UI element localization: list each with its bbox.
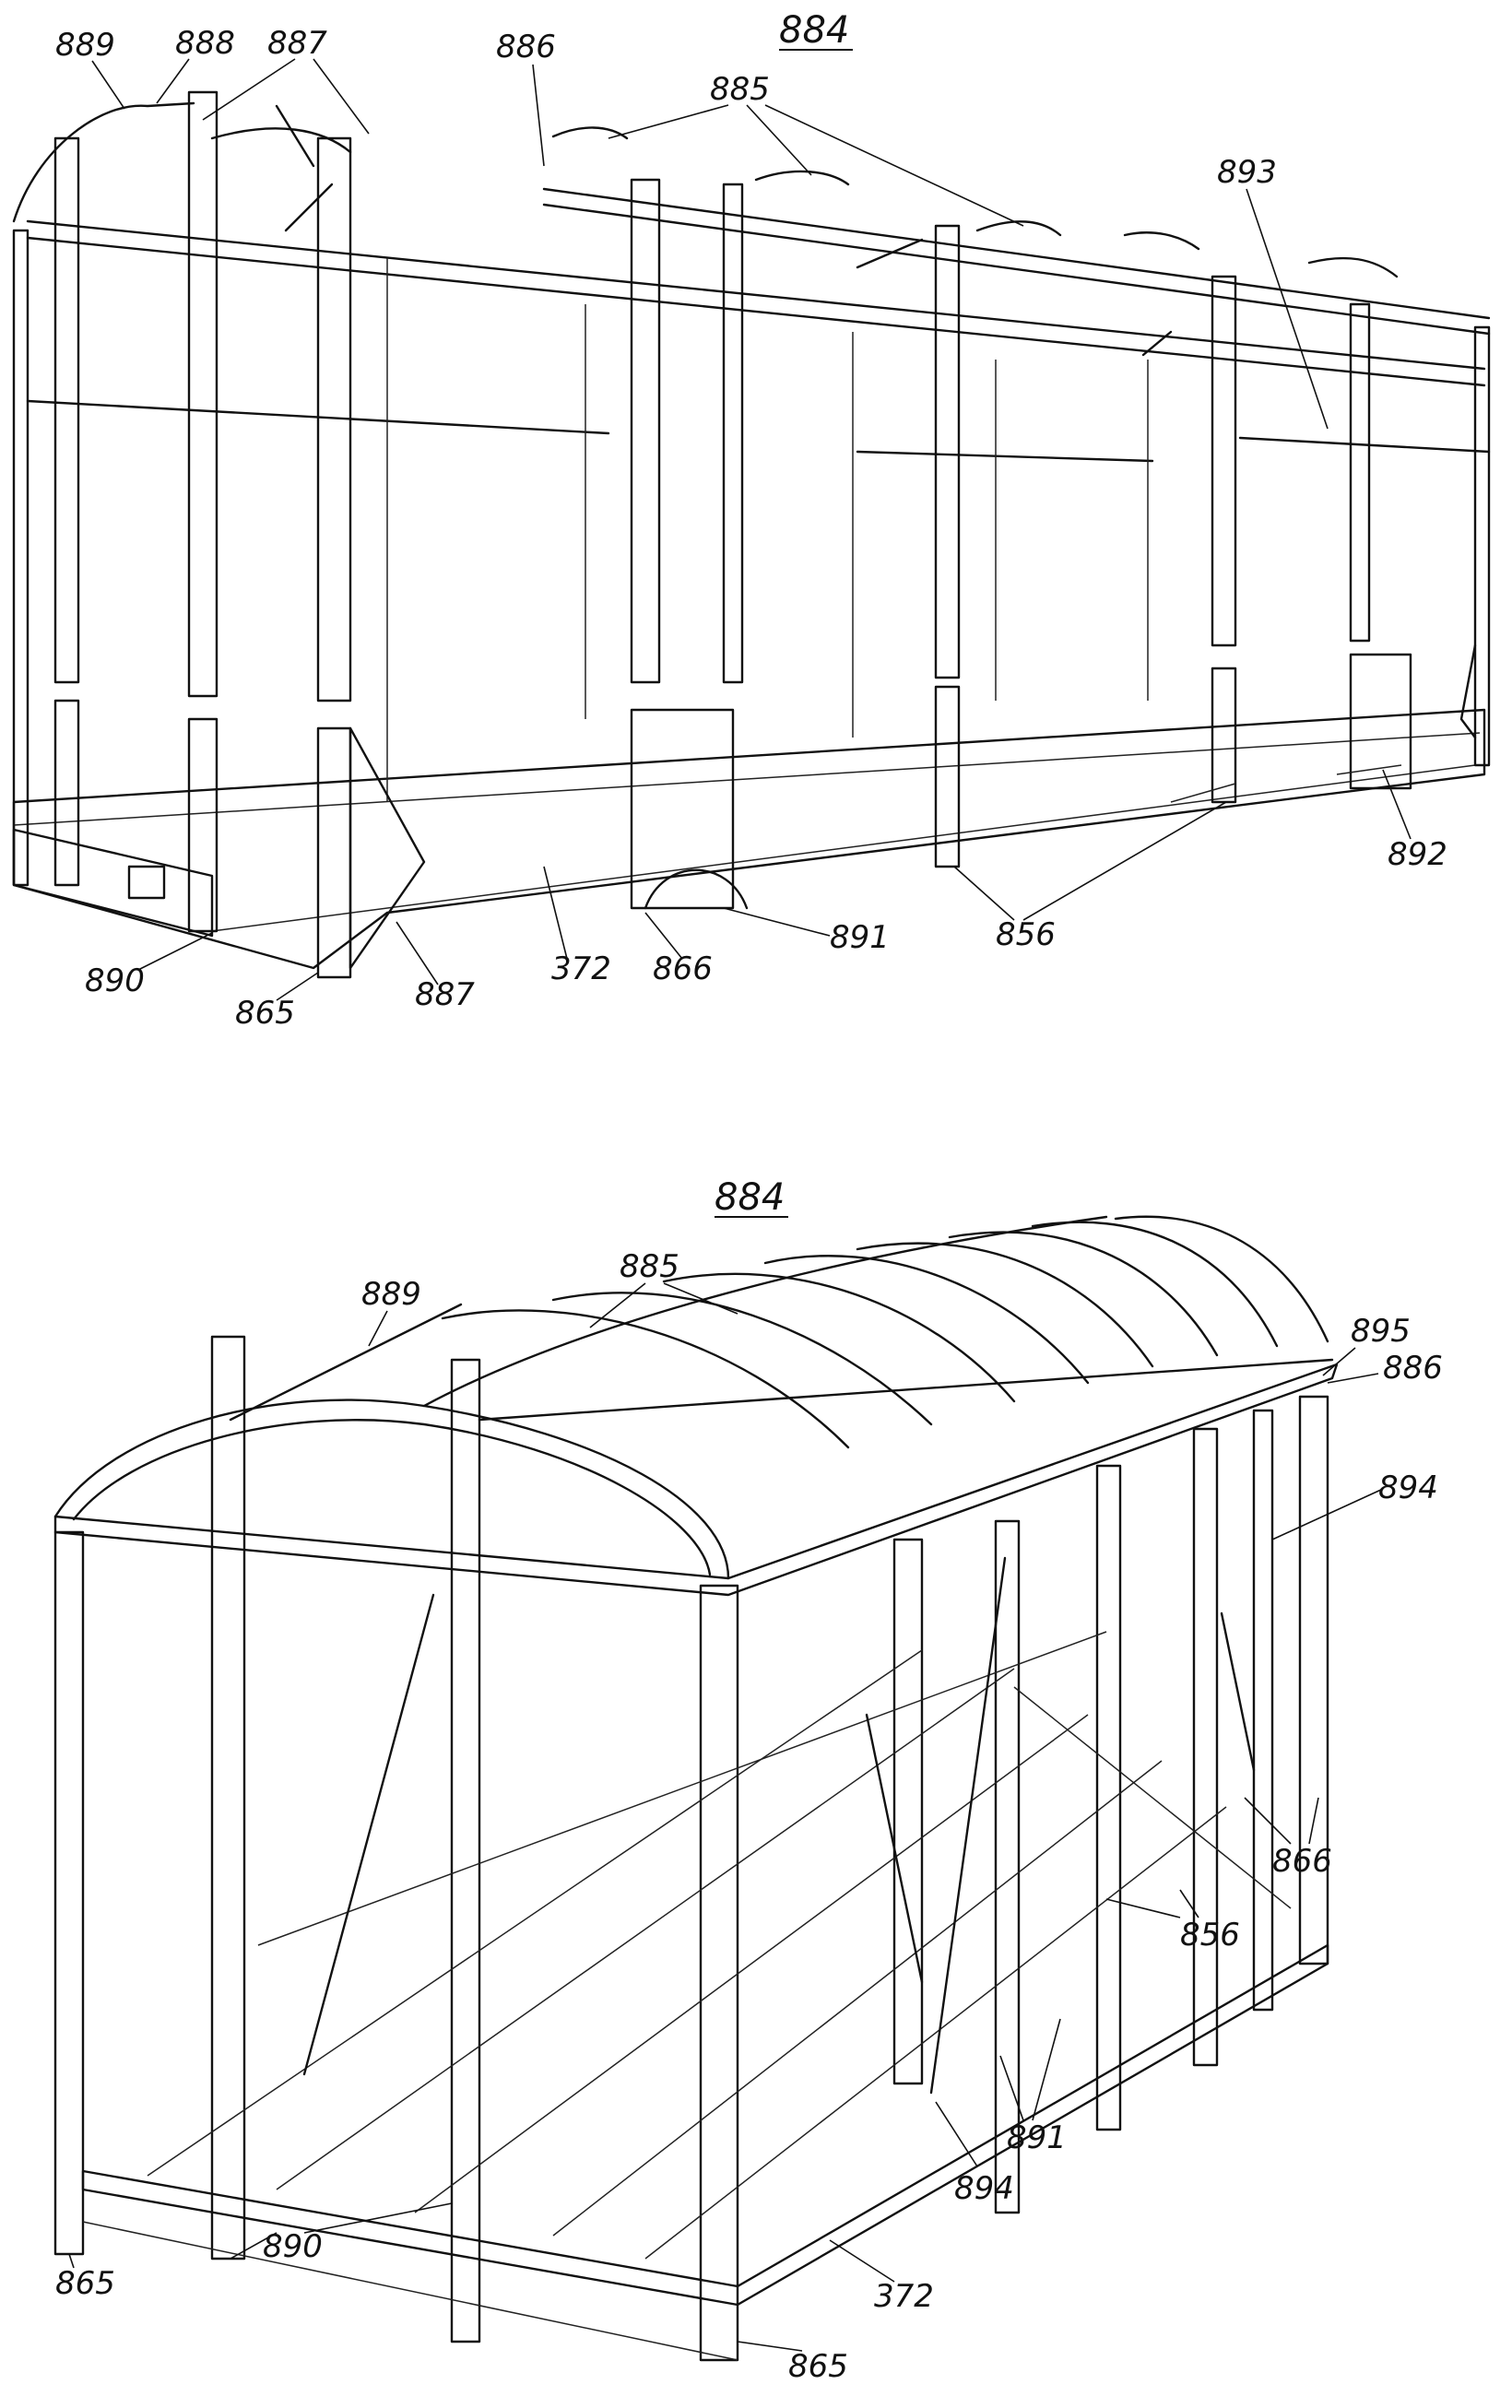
label-856: 856 [996, 916, 1056, 953]
end-arch [12, 101, 195, 223]
side-pillars [12, 90, 1491, 979]
label-892: 892 [1388, 836, 1447, 873]
figure-number: 884 [779, 9, 849, 52]
label-866: 866 [1272, 1843, 1332, 1880]
label-887: 887 [267, 25, 327, 62]
label-888: 888 [175, 25, 235, 62]
label-891: 891 [830, 919, 890, 956]
label-890: 890 [263, 2228, 323, 2265]
label-866: 866 [653, 950, 713, 987]
roof-side-rail [542, 187, 1491, 320]
label-891: 891 [1007, 2119, 1067, 2156]
label-372: 372 [551, 950, 611, 987]
label-890: 890 [85, 962, 145, 999]
label-894: 894 [1378, 1470, 1438, 1506]
leader-lines [91, 58, 1412, 1001]
underframe [12, 708, 1486, 970]
label-865: 865 [235, 995, 295, 1032]
label-895: 895 [1351, 1313, 1411, 1350]
label-865b: 865 [788, 2348, 848, 2385]
label-372: 372 [874, 2278, 934, 2315]
end-sheet [348, 726, 426, 970]
diagonal-brace [302, 1593, 435, 2076]
roof-rail [53, 1363, 1339, 1597]
label-885: 885 [620, 1248, 679, 1285]
frame-skeleton-view-1: 884 889 888 887 886 885 893 892 856 891 … [0, 0, 1512, 1033]
label-886: 886 [1383, 1350, 1443, 1387]
frame-skeleton-drawing-2: 884 889 885 895 886 894 866 856 891 894 … [53, 1176, 1443, 2385]
label-887b: 887 [415, 976, 475, 1013]
coupler-box [127, 865, 166, 900]
label-885: 885 [710, 71, 770, 108]
figure-number: 884 [715, 1176, 785, 1219]
label-893: 893 [1217, 154, 1277, 191]
label-886: 886 [496, 29, 556, 65]
leader-lines [68, 1282, 1384, 2352]
label-856: 856 [1180, 1917, 1240, 1954]
roof-carlines [229, 1215, 1334, 1449]
underframe [81, 1943, 1329, 2307]
label-894b: 894 [954, 2170, 1014, 2207]
label-865: 865 [55, 2265, 115, 2302]
label-889: 889 [55, 27, 115, 64]
frame-skeleton-view-2: 884 889 885 895 886 894 866 856 891 894 … [0, 1152, 1512, 2408]
end-beam [12, 828, 214, 938]
label-889: 889 [361, 1276, 421, 1313]
side-pillars [53, 1335, 1329, 2362]
frame-skeleton-drawing-1: 884 889 888 887 886 885 893 892 856 891 … [12, 9, 1491, 1032]
